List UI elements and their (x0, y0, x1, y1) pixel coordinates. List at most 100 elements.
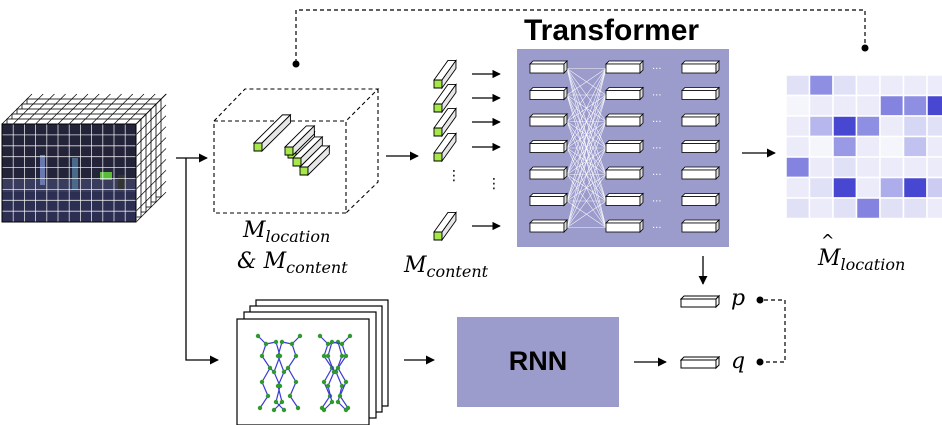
unit-top (529, 140, 568, 144)
connector-dot (861, 44, 869, 52)
token-face (441, 107, 457, 138)
unit-front (681, 90, 717, 100)
skeleton-joint (337, 393, 343, 399)
heatmap-cell (785, 115, 811, 138)
unit-top (681, 87, 720, 91)
unit-front (529, 90, 565, 100)
transformer-unit (605, 86, 644, 101)
unit-top (529, 219, 568, 224)
skeleton-joint (287, 393, 293, 399)
skeleton-joint (293, 379, 299, 385)
content-token-column (433, 59, 501, 242)
label-m-location-hat: Mlocation (817, 246, 905, 274)
unit-front (681, 196, 717, 206)
ellipsis-horizontal: ··· (652, 64, 662, 75)
arrow-input-to-skeleton (185, 158, 219, 365)
token-end (284, 146, 294, 156)
grid-line (135, 159, 167, 190)
transformer-unit (605, 113, 644, 127)
grid-line (135, 115, 167, 147)
heatmap-cell (832, 156, 858, 179)
transformer-unit (681, 60, 720, 74)
attention-link (566, 68, 607, 122)
grid-line (135, 148, 167, 179)
heatmap-cell (832, 74, 858, 97)
connector-dot (756, 358, 764, 366)
ellipsis-vertical: ⋮ (487, 176, 501, 192)
skeleton-joint (297, 333, 303, 339)
skeleton-joint (281, 369, 287, 375)
skeleton-joint (265, 393, 271, 399)
pq-dashed-connector (764, 299, 786, 363)
unit-front (605, 222, 641, 233)
heatmap-cell (926, 74, 942, 97)
unit-front (605, 169, 641, 180)
attention-link (566, 147, 607, 228)
heatmap-cell (785, 176, 811, 199)
unit-top (681, 193, 720, 197)
skeleton-joint (263, 341, 269, 347)
token-face (441, 83, 457, 114)
skeleton-joint (317, 333, 323, 339)
skeleton-joint (321, 407, 327, 413)
transformer-unit (529, 192, 568, 207)
grid-line (24, 93, 55, 125)
skeleton-joint (321, 379, 327, 385)
skeleton-joint (293, 353, 299, 359)
label-m-location: Mlocation (242, 218, 330, 246)
skeleton-joint (271, 369, 277, 375)
transformer-unit (529, 219, 568, 233)
heatmap-cell (902, 115, 928, 138)
skeleton-frames (236, 299, 389, 425)
unit-front (529, 63, 565, 74)
heatmap-cell (926, 197, 942, 220)
ellipsis-vertical: ⋮ (447, 168, 461, 184)
grid-line (68, 93, 100, 125)
heatmap-cell (926, 94, 942, 117)
token-bar (252, 113, 292, 153)
unit-front (681, 116, 717, 127)
heatmap-cell (855, 176, 881, 199)
transformer-unit (605, 166, 644, 180)
unit-top (605, 87, 644, 91)
heatmap-cell (879, 74, 905, 97)
unit-side (639, 219, 644, 233)
skeleton-joint (331, 369, 337, 375)
grid-line (135, 137, 167, 168)
unit-side (563, 192, 568, 207)
skeleton-joint (335, 399, 341, 405)
token-end (433, 231, 443, 241)
heatmap-cell (926, 156, 942, 179)
unit-side (563, 60, 568, 74)
unit-top (605, 166, 644, 171)
unit-front (605, 90, 641, 100)
skeleton-joint (273, 399, 279, 405)
feedback-dashed-connector (295, 9, 866, 63)
skeleton-joint (325, 341, 331, 347)
skeleton-joint (285, 365, 291, 371)
token-end (292, 157, 302, 167)
unit-top (529, 113, 568, 118)
unit-side (715, 192, 720, 207)
grid-line (135, 180, 167, 212)
grid-line (46, 93, 78, 125)
unit-side (639, 139, 644, 154)
label-p: p (731, 286, 745, 311)
unit-top (681, 60, 720, 65)
unit-top (529, 166, 568, 171)
unit-side (715, 60, 720, 74)
heatmap-cell (832, 94, 858, 117)
token-face (307, 144, 330, 177)
token-face (261, 113, 291, 153)
heatmap-cell (832, 115, 858, 138)
hat-accent: ^ (821, 231, 834, 250)
heatmap-cell (808, 115, 834, 138)
person-figure (40, 155, 126, 190)
skeleton-joint (335, 365, 341, 371)
heatmap-cell (832, 197, 858, 220)
unit-top (681, 140, 720, 144)
heatmap-cell (808, 94, 834, 117)
skeleton-joint (257, 405, 263, 411)
heatmap-cell (855, 94, 881, 117)
skeleton-joint (271, 407, 277, 413)
